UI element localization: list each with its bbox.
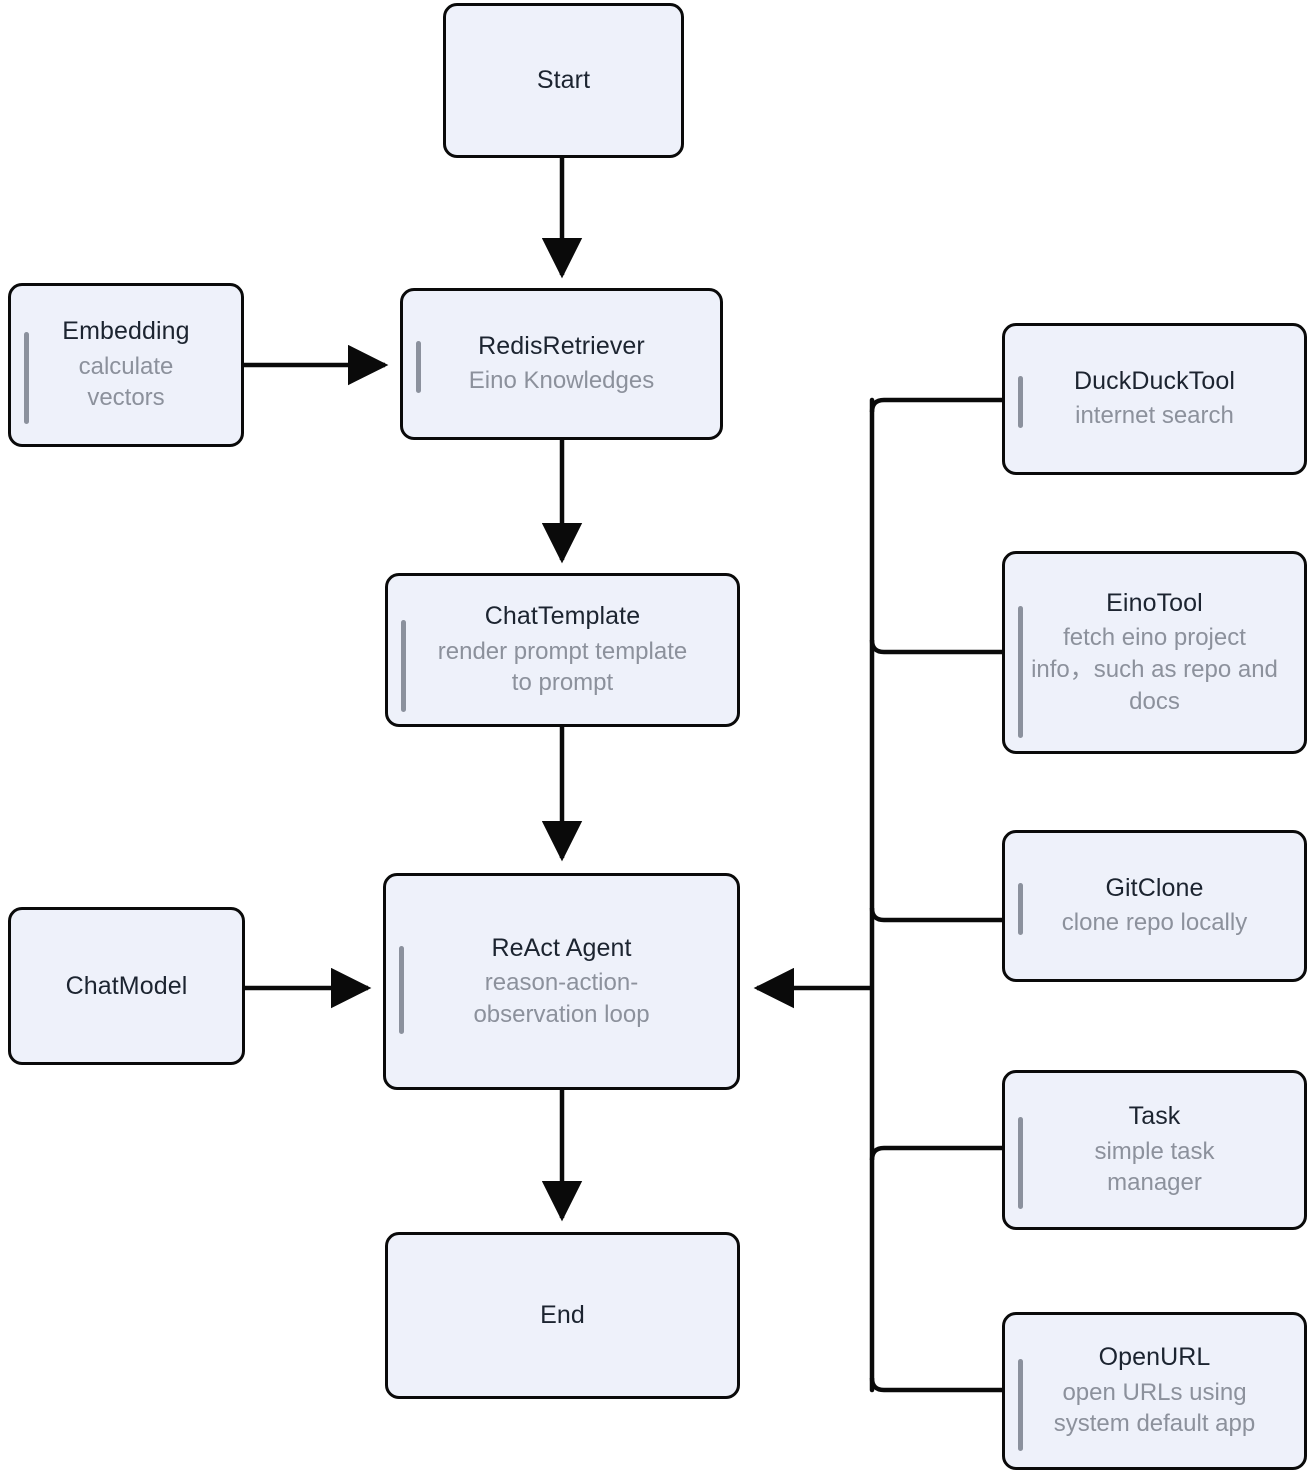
node-openurl[interactable]: OpenURL open URLs using system default a… (1002, 1312, 1307, 1470)
node-embedding[interactable]: Embedding calculate vectors (8, 283, 244, 447)
node-chatmodel[interactable]: ChatModel (8, 907, 245, 1065)
node-openurl-title: OpenURL (1098, 1343, 1211, 1372)
node-reactagent-accent-bar (399, 946, 404, 1034)
node-task-title: Task (1128, 1102, 1181, 1131)
node-einotool-subtitle: fetch eino project info，such as repo and… (1031, 624, 1278, 715)
node-einotool-accent-bar (1018, 606, 1023, 738)
node-end[interactable]: End (385, 1232, 740, 1399)
node-chatmodel-title: ChatModel (65, 971, 188, 1000)
node-openurl-accent-bar (1018, 1359, 1023, 1451)
edge-task-to-toolbus (869, 1145, 1002, 1161)
node-start[interactable]: Start (443, 3, 684, 158)
node-task[interactable]: Task simple task manager (1002, 1070, 1307, 1230)
edge-einotool-to-toolbus (869, 639, 1002, 655)
node-task-subtitle: simple task manager (1094, 1137, 1215, 1197)
node-openurl-subtitle: open URLs using system default app (1053, 1378, 1256, 1438)
node-duckducktool-subtitle: internet search (1075, 402, 1234, 430)
node-start-title: Start (536, 66, 591, 95)
node-embedding-accent-bar (24, 332, 29, 424)
node-task-accent-bar (1018, 1117, 1023, 1209)
node-duckducktool[interactable]: DuckDuckTool internet search (1002, 323, 1307, 475)
edge-gitclone-to-toolbus (869, 907, 1002, 923)
node-duckducktool-accent-bar (1018, 376, 1023, 428)
node-gitclone[interactable]: GitClone clone repo locally (1002, 830, 1307, 982)
node-redisretriever-title: RedisRetriever (478, 331, 645, 360)
node-chattemplate-subtitle: render prompt template to prompt (437, 637, 688, 697)
node-chattemplate-title: ChatTemplate (484, 602, 641, 631)
node-chattemplate-accent-bar (401, 620, 406, 712)
node-embedding-title: Embedding (62, 317, 190, 346)
node-redisretriever[interactable]: RedisRetriever Eino Knowledges (400, 288, 723, 440)
node-gitclone-title: GitClone (1105, 873, 1204, 902)
node-duckducktool-title: DuckDuckTool (1074, 366, 1235, 395)
node-reactagent[interactable]: ReAct Agent reason-action-observation lo… (383, 873, 740, 1090)
node-reactagent-title: ReAct Agent (491, 933, 632, 962)
node-embedding-subtitle: calculate vectors (78, 352, 174, 412)
node-einotool-title: EinoTool (1106, 588, 1203, 617)
node-reactagent-subtitle: reason-action-observation loop (473, 969, 650, 1028)
node-gitclone-subtitle: clone repo locally (1061, 909, 1248, 937)
node-redisretriever-accent-bar (416, 341, 421, 393)
node-redisretriever-subtitle: Eino Knowledges (468, 367, 655, 395)
edge-duckducktool-to-toolbus (869, 397, 1002, 413)
node-end-title: End (540, 1301, 585, 1330)
node-gitclone-accent-bar (1018, 883, 1023, 935)
node-chattemplate[interactable]: ChatTemplate render prompt template to p… (385, 573, 740, 727)
edge-openurl-to-toolbus (869, 1377, 1002, 1393)
node-einotool[interactable]: EinoTool fetch eino project info，such as… (1002, 551, 1307, 754)
